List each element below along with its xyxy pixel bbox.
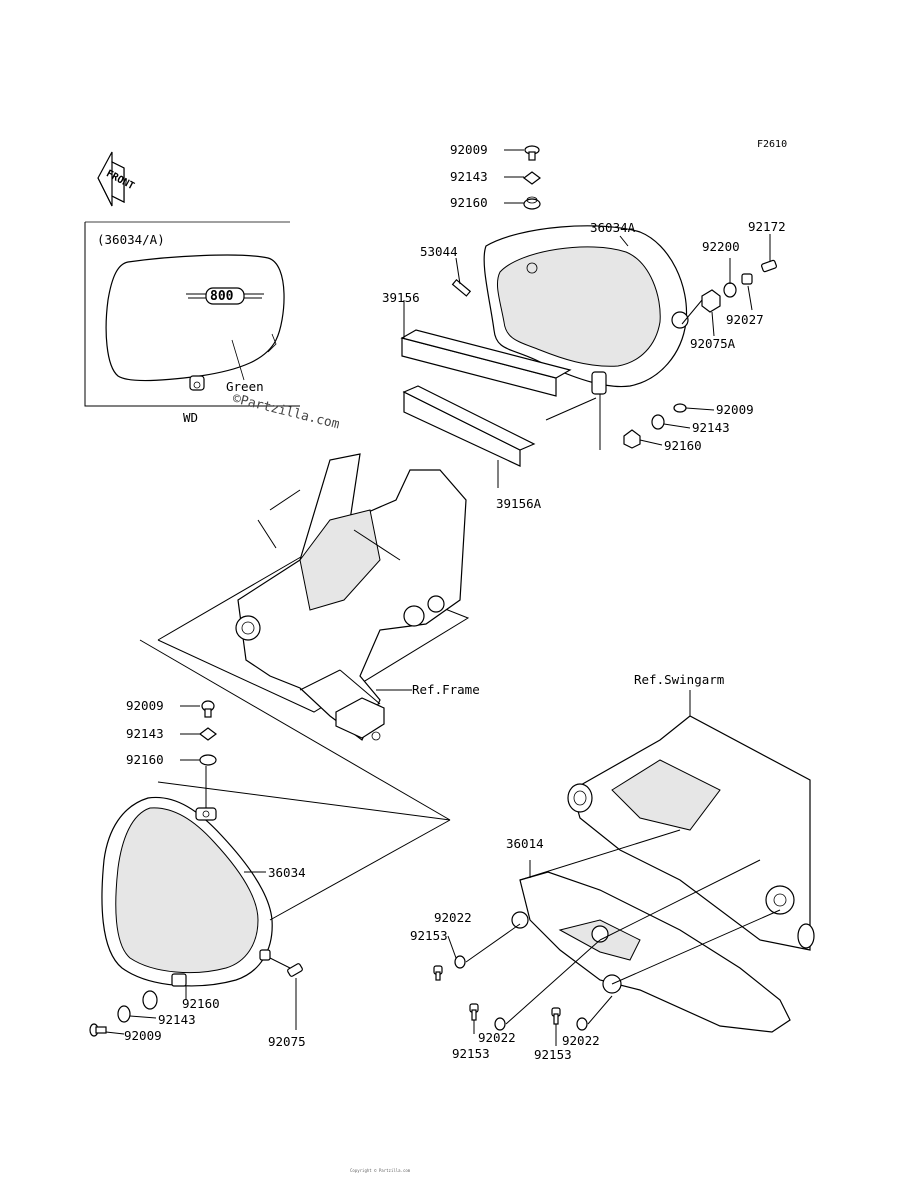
inset-market-label: WD — [183, 410, 198, 425]
front-arrow-icon — [97, 151, 125, 207]
part-label-92200: 92200 — [702, 239, 740, 254]
badge-800-icon — [186, 287, 264, 305]
collar-92200-icon — [723, 282, 737, 298]
part-label-92153-c: 92153 — [534, 1047, 572, 1062]
bolt-92153-a-icon — [433, 965, 443, 981]
part-label-92160-left: 92160 — [126, 752, 164, 767]
tape-53044 — [451, 278, 472, 297]
part-label-92022-c: 92022 — [562, 1033, 600, 1048]
watermark-text: ©Partzilla.com — [231, 391, 341, 432]
part-label-92022-a: 92022 — [434, 910, 472, 925]
washer-92022-a-icon — [454, 955, 466, 969]
frame-reference — [157, 453, 470, 741]
bolt-92009-right-icon — [673, 403, 687, 413]
grommet-92075-icon — [287, 963, 303, 977]
part-label-92143-top: 92143 — [450, 169, 488, 184]
part-label-92160-bottom: 92160 — [182, 996, 220, 1011]
part-label-92143-left: 92143 — [126, 726, 164, 741]
pad-39156A — [402, 385, 536, 467]
part-label-92075: 92075 — [268, 1034, 306, 1049]
part-label-92160-right: 92160 — [664, 438, 702, 453]
figure-code: F2610 — [757, 139, 787, 150]
pad-39156 — [400, 329, 572, 397]
part-label-92172: 92172 — [748, 219, 786, 234]
bolt-92153-c-icon — [551, 1007, 561, 1025]
part-label-53044: 53044 — [420, 244, 458, 259]
right-side-cover-36034A — [483, 225, 689, 395]
part-label-92160-top: 92160 — [450, 195, 488, 210]
part-label-92075A: 92075A — [690, 336, 736, 351]
spacer-92027-icon — [741, 273, 753, 285]
inset-badge-text: 800 — [210, 289, 234, 304]
grommet-92160-bottom-icon — [142, 990, 158, 1010]
part-label-92009-top: 92009 — [450, 142, 488, 157]
part-label-92009-left: 92009 — [126, 698, 164, 713]
washer-92143-bottom-icon — [117, 1005, 131, 1023]
inset-ref-label: (36034/A) — [97, 232, 165, 247]
ref-frame-label: Ref.Frame — [412, 682, 480, 697]
part-label-92153-b: 92153 — [452, 1046, 490, 1061]
washer-92143-top-icon — [523, 171, 541, 185]
inset-color-label: Green — [226, 379, 264, 394]
bolt-92153-b-icon — [469, 1003, 479, 1021]
grommet-92075A-icon — [701, 289, 721, 313]
washer-92143-right-icon — [651, 414, 665, 430]
bolt-92009-bottom-icon — [89, 1023, 107, 1037]
bolt-92172-icon — [761, 259, 777, 273]
part-label-92143-right: 92143 — [692, 420, 730, 435]
grommet-92160-top-icon — [523, 196, 541, 210]
part-label-92009-right: 92009 — [716, 402, 754, 417]
footer-copyright: Copyright © Partzilla.com — [350, 1168, 411, 1173]
bolt-92009-left-icon — [201, 700, 215, 718]
part-label-36014: 36014 — [506, 836, 544, 851]
grommet-92160-right-icon — [623, 429, 641, 449]
washer-92022-b-icon — [494, 1017, 506, 1031]
part-label-36034A: 36034A — [590, 220, 636, 235]
washer-92143-left-icon — [199, 727, 217, 741]
part-label-39156A: 39156A — [496, 496, 542, 511]
part-label-92153-a: 92153 — [410, 928, 448, 943]
bolt-92009-top-icon — [524, 145, 540, 161]
left-side-cover-36034 — [101, 796, 273, 987]
inset-variant-box — [84, 221, 300, 407]
part-label-36034: 36034 — [268, 865, 306, 880]
part-label-92143-bottom: 92143 — [158, 1012, 196, 1027]
part-label-92009-bottom: 92009 — [124, 1028, 162, 1043]
grommet-92160-left-icon — [199, 754, 217, 766]
part-label-39156: 39156 — [382, 290, 420, 305]
ref-swingarm-label: Ref.Swingarm — [634, 672, 724, 687]
part-label-92022-b: 92022 — [478, 1030, 516, 1045]
swingarm-reference — [567, 690, 815, 951]
washer-92022-c-icon — [576, 1017, 588, 1031]
part-label-92027: 92027 — [726, 312, 764, 327]
